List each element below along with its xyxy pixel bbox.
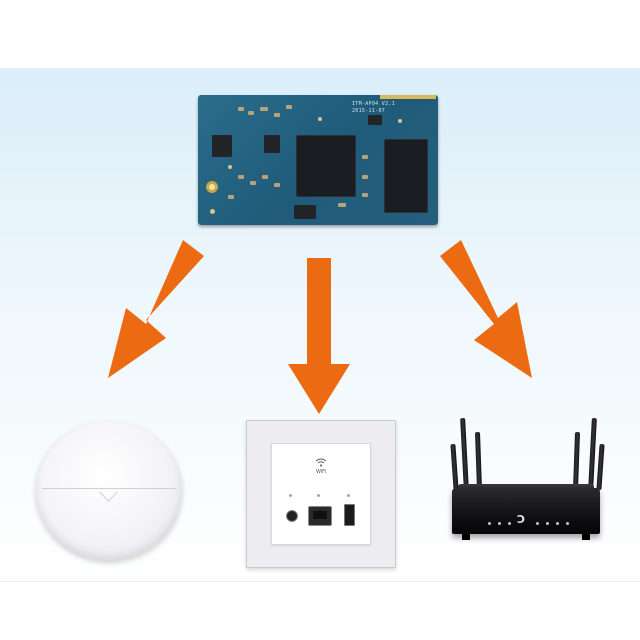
smd-component: [362, 155, 368, 159]
smd-component: [228, 195, 234, 199]
smd-component: [274, 183, 280, 187]
smd-component: [286, 105, 292, 109]
ethernet-port: [308, 506, 332, 526]
audio-port: [286, 510, 298, 522]
router-led: [488, 522, 491, 525]
wall-plate-face: WiFi: [271, 443, 371, 545]
smd-component: [238, 175, 244, 179]
solder-pad: [398, 119, 402, 123]
router-foot: [582, 534, 590, 540]
gold-edge-strip: [380, 95, 436, 99]
antenna-connector: [206, 181, 218, 193]
pcb-date-text: 2015-11-07: [352, 108, 386, 114]
smd-component: [262, 175, 268, 179]
status-led: [317, 494, 320, 497]
router-body: [452, 488, 600, 534]
ceiling-ap-notch: [99, 483, 118, 502]
smd-component: [250, 181, 256, 185]
router-led: [498, 522, 501, 525]
smd-component: [274, 113, 280, 117]
pcb-model-text: ITM-AP04 V2.1: [352, 101, 396, 107]
wifi-module-pcb: ITM-AP04 V2.1 2015-11-07: [198, 95, 438, 225]
smd-component: [338, 203, 346, 207]
wifi-label: WiFi: [315, 469, 327, 475]
small-chip: [264, 135, 280, 153]
smd-component: [362, 193, 368, 197]
memory-chip: [384, 139, 428, 213]
smd-component: [260, 107, 268, 111]
router-logo-icon: Ɔ: [517, 513, 526, 526]
router-foot: [462, 534, 470, 540]
ethernet-port-socket: [313, 511, 327, 519]
ceiling-access-point: [36, 420, 182, 560]
router-led: [536, 522, 539, 525]
router-led: [566, 522, 569, 525]
small-chip: [368, 115, 382, 125]
main-processor-chip: [296, 135, 356, 197]
router-led: [508, 522, 511, 525]
ceiling-ap-seam: [42, 488, 176, 489]
arrow-down-left: [108, 240, 204, 378]
solder-pad: [318, 117, 322, 121]
smd-component: [248, 111, 254, 115]
small-chip: [294, 205, 316, 219]
router-led: [556, 522, 559, 525]
solder-pad: [228, 165, 232, 169]
status-led: [289, 494, 292, 497]
wifi-icon: [315, 458, 327, 467]
router-led: [546, 522, 549, 525]
usb-port: [344, 504, 355, 526]
smd-component: [238, 107, 244, 111]
arrow-down: [288, 258, 350, 414]
small-chip: [212, 135, 232, 157]
status-led: [347, 494, 350, 497]
mounting-hole: [210, 209, 215, 214]
wall-plate-access-point: WiFi: [246, 420, 396, 568]
arrow-down-right: [440, 240, 532, 378]
smd-component: [362, 175, 368, 179]
